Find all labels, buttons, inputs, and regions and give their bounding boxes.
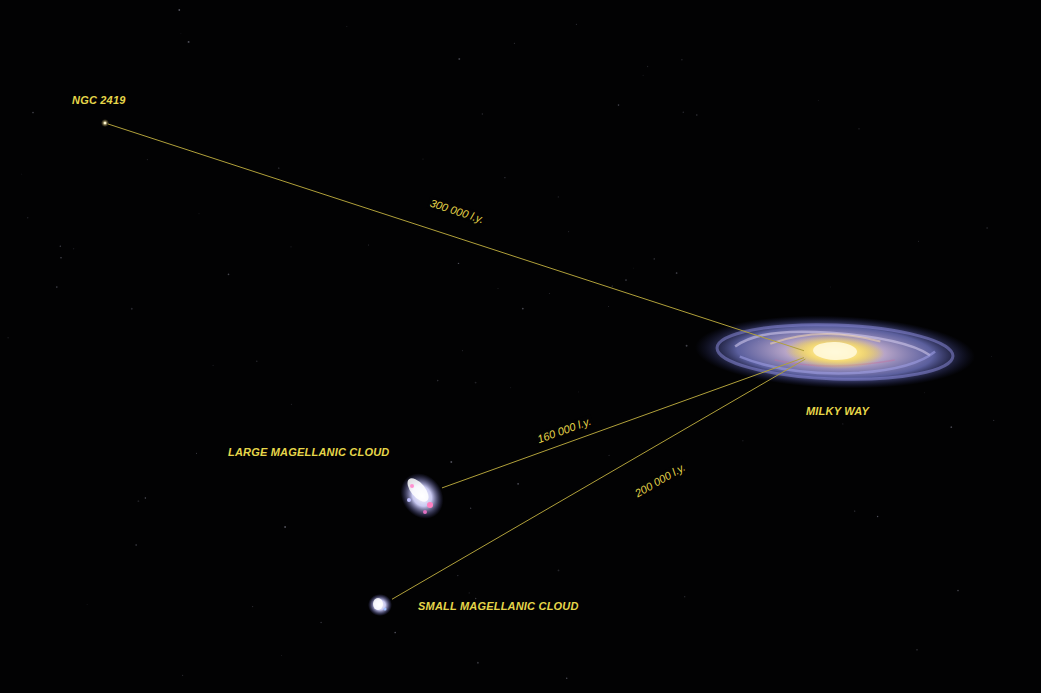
object-label: NGC 2419 bbox=[72, 94, 126, 106]
large-magellanic-cloud bbox=[392, 465, 452, 527]
milky-way-galaxy bbox=[694, 311, 976, 393]
distance-line bbox=[108, 124, 804, 351]
galaxy-node: MILKY WAY bbox=[804, 349, 824, 359]
small-magellanic-cloud bbox=[368, 594, 392, 616]
object-label: LARGE MAGELLANIC CLOUD bbox=[228, 446, 389, 458]
distance-label: 300 000 l.y. bbox=[426, 196, 487, 226]
distance-label: 160 000 l.y. bbox=[534, 414, 595, 446]
distance-line bbox=[442, 358, 804, 488]
distance-line bbox=[392, 359, 805, 599]
globular-cluster bbox=[101, 119, 109, 127]
cluster-node: NGC 2419 bbox=[102, 120, 108, 126]
object-label: MILKY WAY bbox=[806, 405, 869, 417]
cloud-node: SMALL MAGELLANIC CLOUD bbox=[386, 598, 392, 604]
cloud-node: LARGE MAGELLANIC CLOUD bbox=[436, 486, 442, 492]
distance-label: 200 000 l.y. bbox=[631, 460, 689, 501]
object-label: SMALL MAGELLANIC CLOUD bbox=[418, 600, 579, 612]
